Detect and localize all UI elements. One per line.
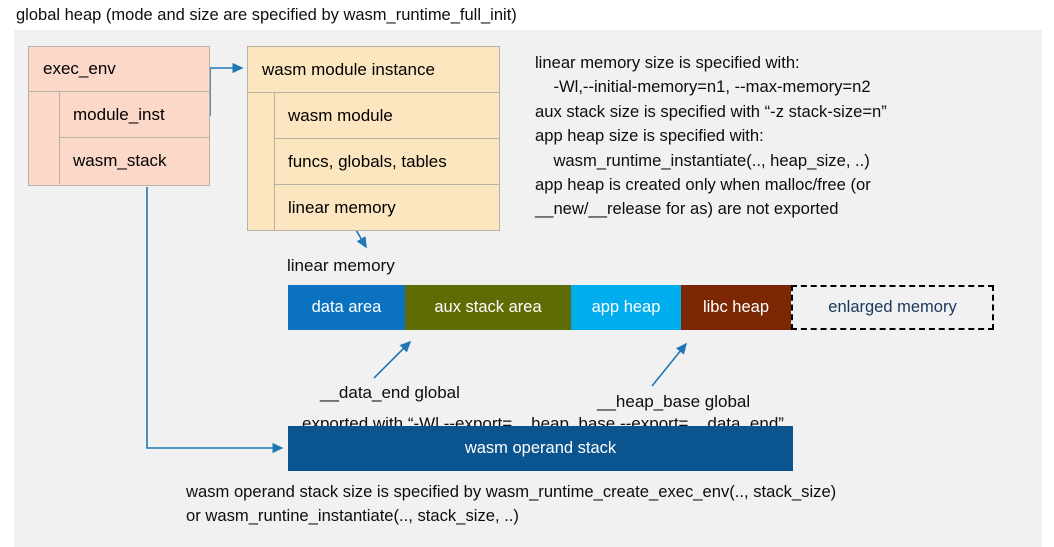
wasm-operand-stack-box: wasm operand stack (288, 426, 793, 471)
memory-segment-libc-heap: libc heap (681, 285, 791, 330)
callout-data-end: __data_end global (320, 383, 460, 402)
exec-env-header: exec_env (29, 47, 209, 92)
linear-memory-bar-label: linear memory (287, 256, 395, 275)
operand-stack-note: wasm operand stack size is specified by … (186, 482, 837, 526)
field-linear-memory: linear memory (288, 198, 396, 217)
exec-env-field-list: module_inst wasm_stack (60, 92, 209, 184)
diagram-canvas: exec_env module_inst wasm_stack wasm mod… (14, 30, 1042, 547)
exec-env-field-module-inst: module_inst (60, 92, 209, 138)
arrow-heap-base-callout (651, 342, 688, 387)
memory-segment-data-area: data area (288, 285, 405, 330)
arrow-data-end-callout (373, 340, 412, 379)
callout-heap-base: __heap_base global (597, 392, 751, 411)
memory-segment-app-heap: app heap (571, 285, 681, 330)
page-title: global heap (mode and size are specified… (16, 6, 517, 24)
wasm-module-instance-header: wasm module instance (248, 47, 499, 93)
memory-segment-enlarged-memory: enlarged memory (791, 285, 994, 330)
exec-env-field-wasm-stack: wasm_stack (73, 151, 167, 170)
wasm-module-instance-field-list: wasm module funcs, globals, tables linea… (275, 93, 499, 231)
exec-env-box: exec_env module_inst wasm_stack (28, 46, 210, 186)
memory-segment-aux-stack-area: aux stack area (405, 285, 571, 330)
field-wasm-module: wasm module (275, 93, 499, 139)
linear-memory-note: linear memory size is specified with: -W… (535, 53, 887, 219)
wasm-module-instance-box: wasm module instance wasm module funcs, … (247, 46, 500, 231)
wasm-module-instance-body: wasm module funcs, globals, tables linea… (248, 93, 499, 231)
wasm-module-instance-gutter (248, 93, 275, 231)
exec-env-gutter (29, 92, 60, 184)
exec-env-body: module_inst wasm_stack (29, 92, 209, 184)
field-funcs-globals-tables: funcs, globals, tables (275, 139, 499, 185)
